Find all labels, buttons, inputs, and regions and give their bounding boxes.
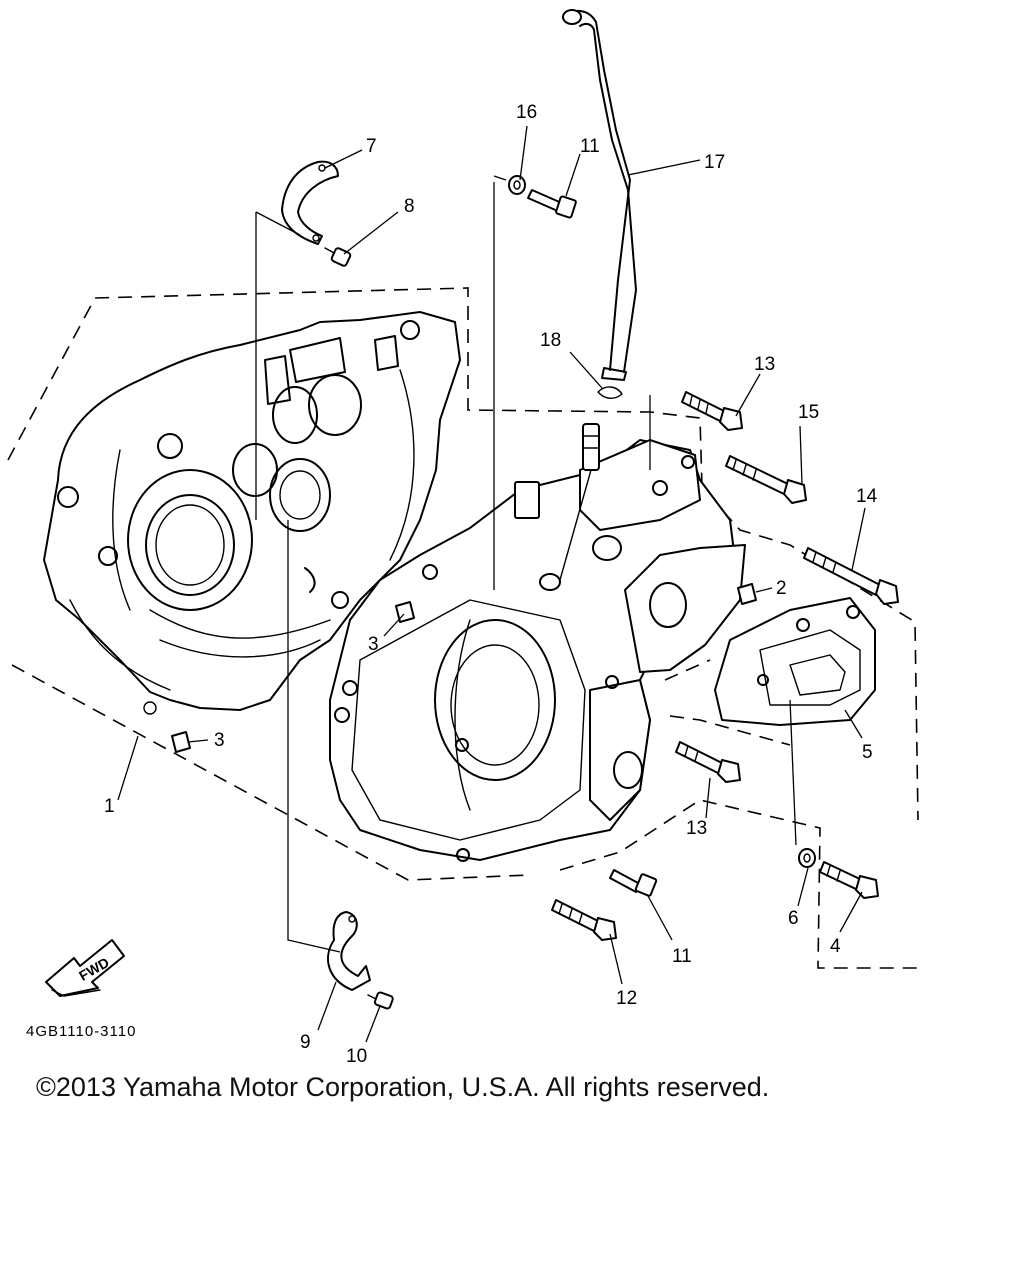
- callout-15: 15: [798, 402, 819, 423]
- bolt-11-lower: [609, 869, 658, 897]
- callout-3-upper: 3: [368, 634, 379, 655]
- bolt-13-upper: [681, 391, 743, 431]
- callout-11-upper: 11: [580, 136, 600, 157]
- callout-2: 2: [776, 578, 787, 599]
- leader-lines: [117, 125, 866, 1043]
- callout-14: 14: [856, 486, 878, 507]
- callout-5: 5: [862, 742, 873, 763]
- alignment-lines: [255, 175, 797, 953]
- callout-4: 4: [830, 936, 841, 957]
- copyright-notice: ©2013 Yamaha Motor Corporation, U.S.A. A…: [36, 1072, 770, 1102]
- callout-1: 1: [104, 796, 115, 817]
- right-crankcase: [329, 439, 746, 862]
- fwd-arrow-icon: FWD: [45, 939, 125, 997]
- callout-12: 12: [616, 988, 637, 1009]
- bolt-11-upper: [527, 189, 577, 219]
- side-cover: [714, 597, 876, 726]
- callout-13-upper: 13: [754, 354, 775, 375]
- callout-9: 9: [300, 1032, 311, 1053]
- callout-10: 10: [346, 1046, 367, 1067]
- callout-16: 16: [516, 102, 537, 123]
- retainer-plate-lower: [327, 911, 371, 991]
- callout-11-lower: 11: [672, 946, 692, 967]
- bolt-15: [725, 455, 807, 504]
- bolt-12: [551, 899, 617, 941]
- callout-8: 8: [404, 196, 415, 217]
- bolts: [171, 175, 899, 1010]
- diagram-code: 4GB1110-3110: [26, 1023, 136, 1040]
- bolt-13-lower: [675, 741, 741, 783]
- breather-fitting: [539, 386, 623, 591]
- screw-8: [324, 247, 352, 267]
- callout-13-lower: 13: [686, 818, 707, 839]
- bolt-14: [803, 547, 899, 605]
- callout-7: 7: [366, 136, 377, 157]
- callout-18: 18: [540, 330, 561, 351]
- callout-6: 6: [788, 908, 799, 929]
- left-crankcase: [43, 311, 461, 715]
- callout-3-lower: 3: [214, 730, 225, 751]
- callout-labels: 1 2 3 3 4 5 6 7 8 9 10 11 11 12 13 13 14…: [104, 102, 878, 1067]
- bolt-4: [819, 861, 879, 899]
- breather-hose: [562, 9, 637, 381]
- screw-10: [367, 991, 394, 1010]
- callout-17: 17: [704, 152, 725, 173]
- retainer-plate-upper: [281, 160, 339, 245]
